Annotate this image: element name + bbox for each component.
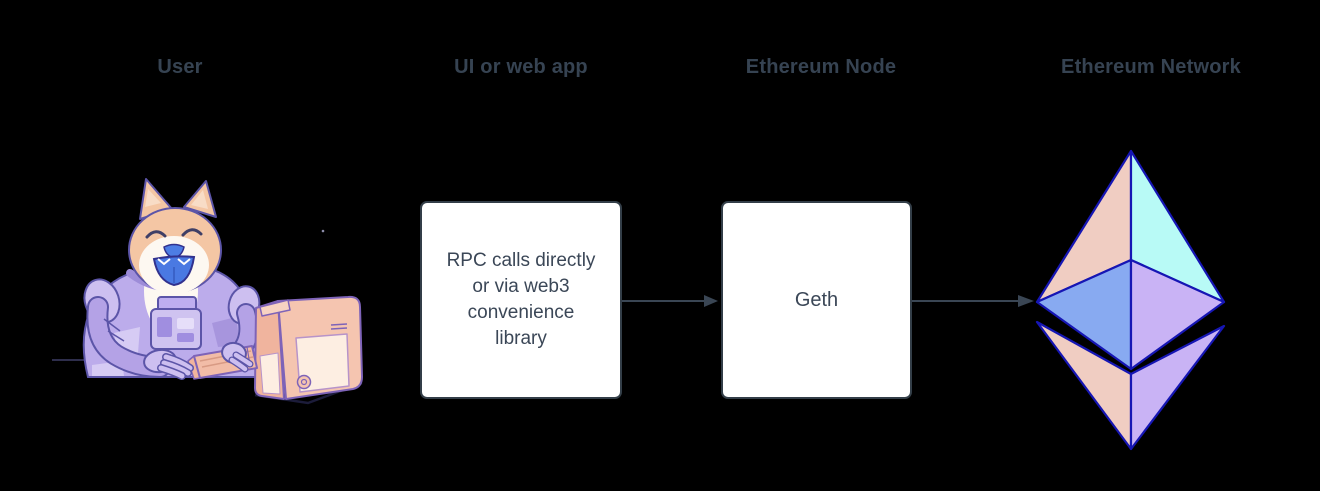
ui-webapp-box: RPC calls directly or via web3 convenien… [420,201,622,399]
ethereum-node-box-text: Geth [794,289,839,311]
doge-computer-illustration [52,178,363,405]
doge-eye-left [145,230,167,239]
heading-user: User [157,56,203,78]
doge-hands [143,341,254,380]
star-speck [321,229,325,233]
heading-ethereum-node: Ethereum Node [745,56,897,78]
eth-face-bottom-right [1129,324,1226,451]
arrow-ui-to-node [622,295,718,307]
eth-face-mid-right [1129,258,1226,371]
retro-computer [254,295,363,405]
doge-nose [163,243,185,259]
heading-ui-or-web-app: UI or web app [454,56,588,78]
ethereum-logo [1035,149,1226,451]
arrow-node-to-network [912,295,1034,307]
doge-eye-right [181,228,203,237]
ui-webapp-box-text: RPC calls directly or via web3 convenien… [446,250,596,349]
heading-ethereum-network: Ethereum Network [1061,56,1241,78]
suit-chest-pack [150,296,202,350]
doge-teeth [157,258,191,266]
doge-head [128,178,222,294]
computer-fan [296,374,312,390]
ethereum-node-box: Geth [721,201,912,399]
